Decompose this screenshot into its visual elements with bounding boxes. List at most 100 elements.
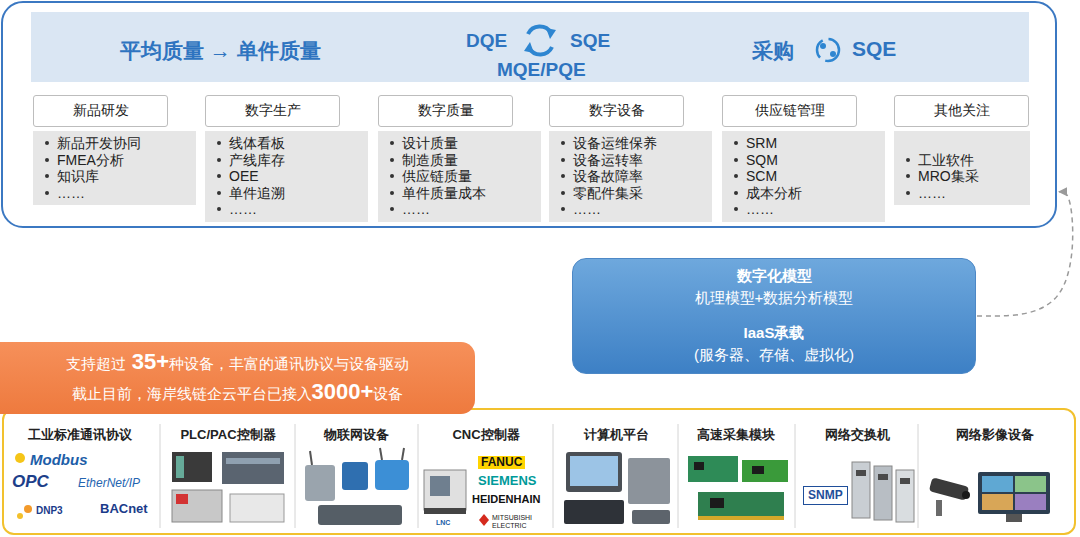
computer-platform (564, 500, 624, 524)
list-item: 单件质量成本 (402, 185, 486, 202)
model-text: 机理模型+数据分析模型 (695, 289, 854, 308)
model-box: 数字化模型机理模型+数据分析模型IaaS承载(服务器、存储、虚拟化) (572, 258, 976, 374)
bullet (217, 207, 221, 211)
model-text: 数字化模型 (737, 267, 812, 286)
exchange-icon (820, 43, 826, 49)
logo-text: SIEMENS (478, 474, 537, 488)
port (856, 470, 866, 476)
computer-platform (570, 456, 618, 486)
bullet (561, 174, 565, 178)
plc-controller (176, 494, 188, 504)
iot-device (375, 460, 409, 490)
band-background (31, 12, 1029, 82)
monitor (982, 476, 1013, 492)
plc-controller (172, 490, 222, 522)
antenna (402, 448, 404, 460)
bullet (45, 174, 49, 178)
module-header: 数字生产 (205, 95, 340, 127)
bullet (734, 141, 738, 145)
list-item: OEE (229, 168, 259, 185)
logo-mark (17, 513, 23, 519)
list-row: 零配件集采 (557, 185, 704, 202)
list-row: …… (41, 185, 188, 202)
header-text: 新品研发 (73, 102, 129, 120)
monitor (1015, 476, 1046, 492)
plc-controller (226, 458, 280, 464)
list-row: SQM (730, 152, 877, 169)
column-separator (553, 424, 554, 528)
list-row: 新品开发协同 (41, 135, 188, 152)
bullet (217, 158, 221, 162)
column-header: 物联网设备 (286, 426, 426, 444)
list-row: 制造质量 (386, 152, 533, 169)
list-item: 设备运转率 (573, 152, 643, 169)
bullet (734, 158, 738, 162)
list-row: 单件质量成本 (386, 185, 533, 202)
exchange-icon (830, 51, 836, 57)
bullet (734, 207, 738, 211)
logo-text: MITSUBISHI ELECTRIC (492, 514, 544, 529)
feature-list: SRMSQMSCM成本分析…… (722, 131, 885, 222)
bullet (906, 158, 910, 162)
logo-text: BACnet (100, 502, 148, 516)
logo-mark (479, 514, 489, 526)
list-row: …… (213, 201, 360, 218)
list-row: 工业软件 (902, 152, 1022, 169)
cnc-machine (430, 476, 450, 496)
band-text: MQE/PQE (497, 59, 586, 81)
network-switch (852, 462, 870, 518)
highlight-number: 3000+ (312, 379, 374, 404)
band-text: SQE (852, 37, 896, 61)
camera (962, 491, 970, 499)
column-separator (918, 424, 919, 528)
list-item: 设备故障率 (573, 168, 643, 185)
port (900, 478, 910, 484)
chip (694, 462, 704, 470)
model-text: (服务器、存储、虚拟化) (694, 346, 854, 365)
acquisition-card (698, 492, 784, 518)
connector-strip (698, 516, 784, 520)
bullet (561, 191, 565, 195)
module-header: 新品研发 (33, 95, 168, 127)
feature-list: 设计质量制造质量供应链质量单件质量成本…… (378, 131, 541, 222)
list-item: …… (573, 201, 601, 218)
list-item: 产线库存 (229, 152, 285, 169)
list-row: 设备故障率 (557, 168, 704, 185)
acquisition-card (688, 456, 788, 520)
bullet (390, 158, 394, 162)
list-item: SRM (746, 135, 777, 152)
list-item: MRO集采 (918, 168, 979, 185)
module-header: 其他关注 (894, 95, 1029, 127)
list-item: 知识库 (57, 168, 99, 185)
list-row: 产线库存 (213, 152, 360, 169)
highlight-number: 35+ (132, 349, 169, 374)
computer-platform (632, 510, 670, 524)
header-text: 数字质量 (418, 102, 474, 120)
list-item: 新品开发协同 (57, 135, 141, 152)
exchange-icon (817, 39, 839, 61)
list-row: 知识库 (41, 168, 188, 185)
column-separator (678, 424, 679, 528)
camera (936, 500, 942, 516)
list-item: …… (402, 201, 430, 218)
plc-controller (222, 452, 284, 484)
list-item: 零配件集采 (573, 185, 643, 202)
dashed-connector (977, 192, 1073, 316)
list-row: …… (386, 201, 533, 218)
plc-controller (230, 494, 284, 522)
logo-text: LNC (436, 519, 450, 527)
list-item: …… (57, 185, 85, 202)
bullet (217, 174, 221, 178)
bullet (906, 174, 910, 178)
logo-text: HEIDENHAIN (472, 493, 540, 505)
callout-box: 支持超过35+种设备，丰富的通讯协议与设备驱动截止目前，海岸线链企云平台已接入3… (0, 342, 475, 414)
cnc-machine (424, 508, 466, 514)
column-header: CNC控制器 (416, 426, 556, 444)
column-separator (295, 424, 296, 528)
list-item: 供应链质量 (402, 168, 472, 185)
list-row: SRM (730, 135, 877, 152)
iot-device (318, 505, 402, 525)
feature-list: 新品开发协同FMEA分析知识库…… (33, 131, 196, 205)
iot-device (305, 448, 409, 525)
callout-text: 种设备，丰富的通讯协议与设备驱动 (169, 355, 409, 372)
